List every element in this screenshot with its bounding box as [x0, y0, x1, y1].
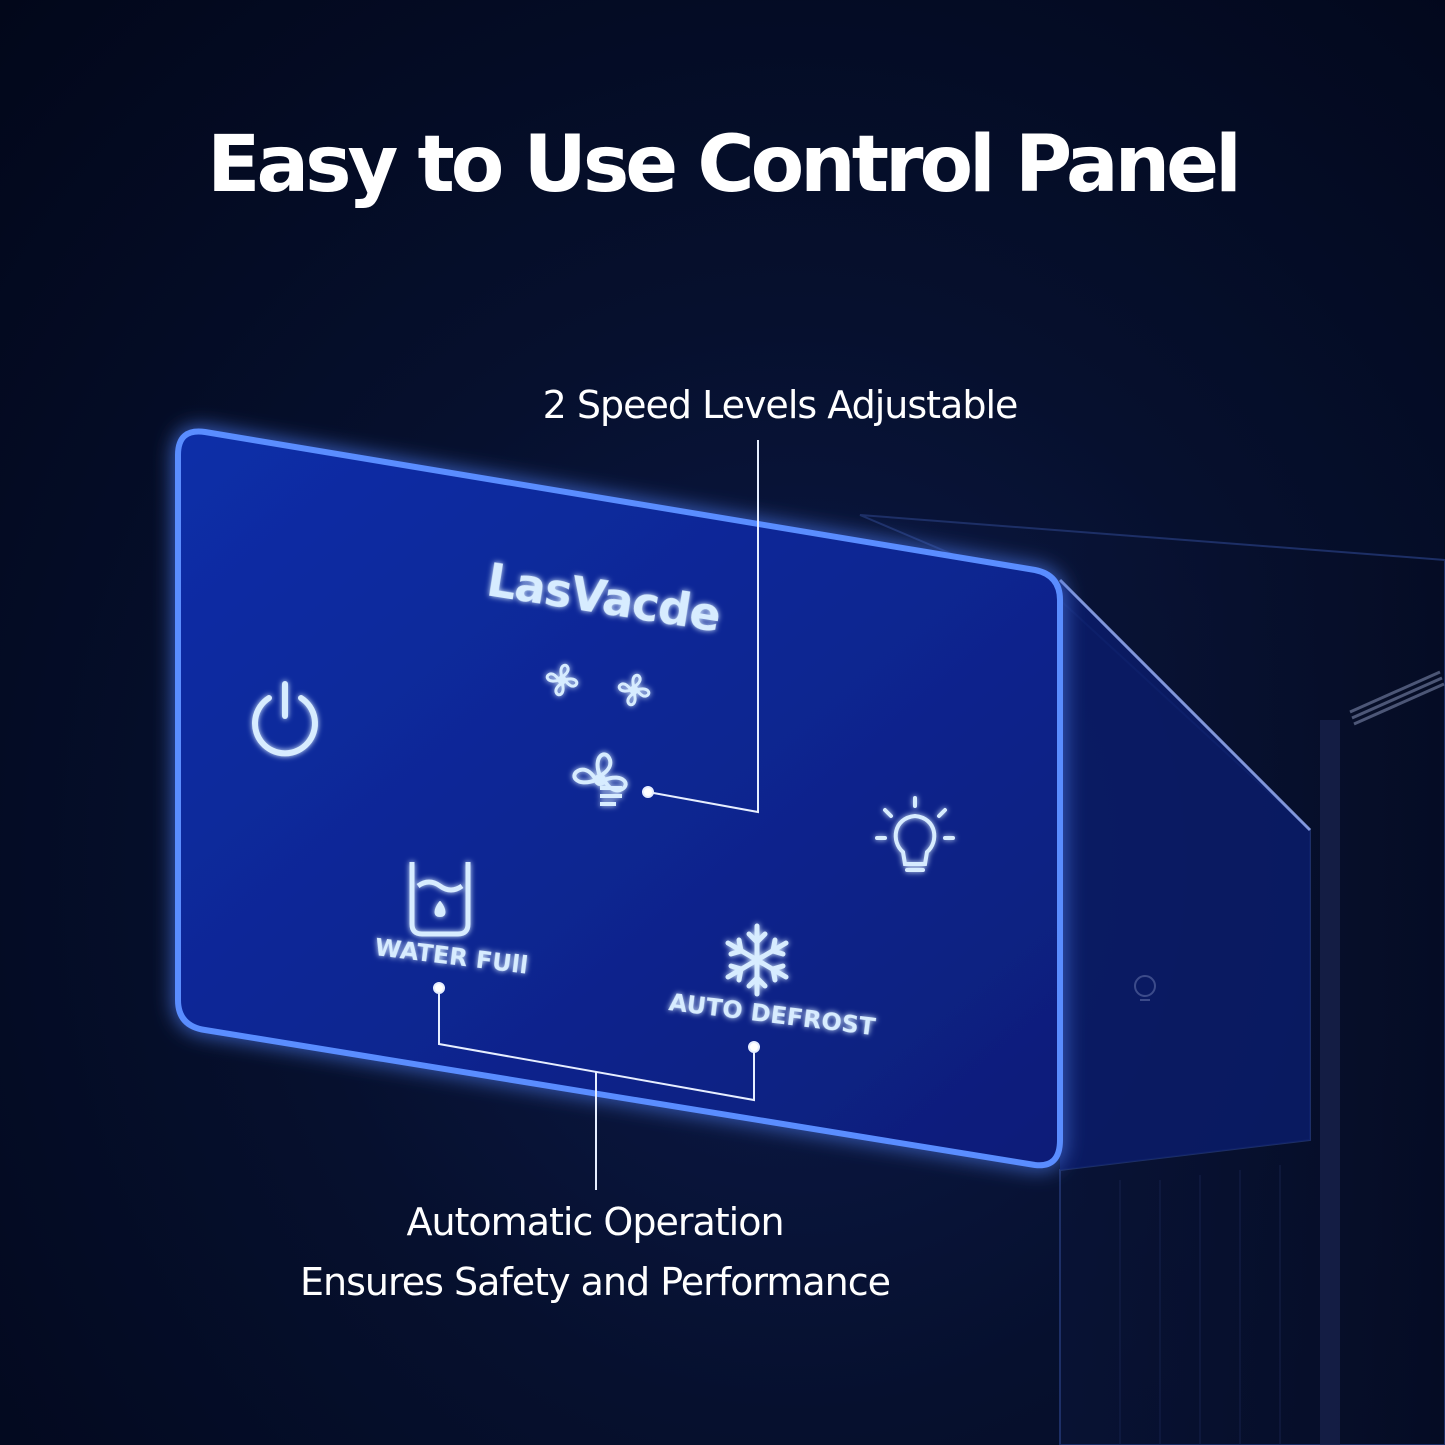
device-body [859, 514, 1445, 1445]
page-title: Easy to Use Control Panel [207, 120, 1242, 210]
fan-icon [545, 663, 579, 697]
snowflake-icon [725, 923, 789, 997]
light-bulb-icon[interactable] [875, 796, 955, 872]
callout-leader-speed [642, 440, 759, 814]
water-tank-icon [409, 862, 471, 937]
fan-speed-icon[interactable] [572, 752, 628, 806]
callout-line: Automatic Operation [406, 1200, 784, 1244]
callout-leader-auto [433, 982, 760, 1190]
fan-icon [617, 673, 651, 707]
power-icon[interactable] [252, 681, 318, 757]
speed-levels-callout: 2 Speed Levels Adjustable [542, 383, 1019, 427]
control-panel [175, 428, 1063, 1169]
automatic-operation-callout: Automatic Operation Ensures Safety and P… [240, 1192, 950, 1312]
callout-line: Ensures Safety and Performance [299, 1260, 891, 1304]
light-bulb-icon [1134, 975, 1156, 1001]
